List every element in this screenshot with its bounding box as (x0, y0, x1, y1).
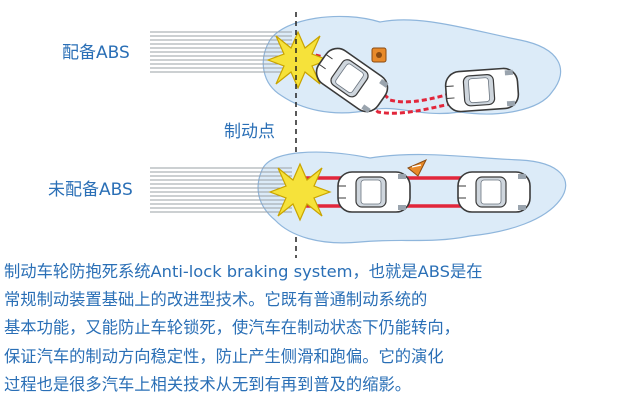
caption-line: 制动车轮防抱死系统Anti-lock braking system，也就是ABS… (4, 262, 483, 281)
scene-with-abs (150, 15, 562, 118)
wall-bottom (150, 167, 292, 213)
car-icon (457, 171, 531, 213)
caption-line: 保证汽车的制动方向稳定性，防止产生侧滑和跑偏。它的演化 (4, 346, 444, 366)
label-without-abs: 未配备ABS (48, 180, 133, 200)
abs-diagram (150, 12, 567, 258)
label-braking-point: 制动点 (224, 122, 275, 142)
obstacle-icon (371, 47, 387, 63)
traffic-cone-icon (407, 158, 428, 177)
scene-without-abs (150, 151, 567, 244)
label-with-abs: 配备ABS (62, 43, 130, 63)
caption-line: 常规制动装置基础上的改进型技术。它既有普通制动系统的 (4, 290, 428, 310)
caption-line: 基本功能，又能防止车轮锁死，使汽车在制动状态下仍能转向， (4, 318, 460, 338)
caption-line: 过程也是很多汽车上相关技术从无到有再到普及的缩影。 (4, 374, 412, 394)
car-icon (337, 171, 411, 213)
car-icon (443, 66, 521, 114)
wall-top (150, 31, 292, 73)
caption-text: 制动车轮防抱死系统Anti-lock braking system，也就是ABS… (4, 258, 616, 399)
